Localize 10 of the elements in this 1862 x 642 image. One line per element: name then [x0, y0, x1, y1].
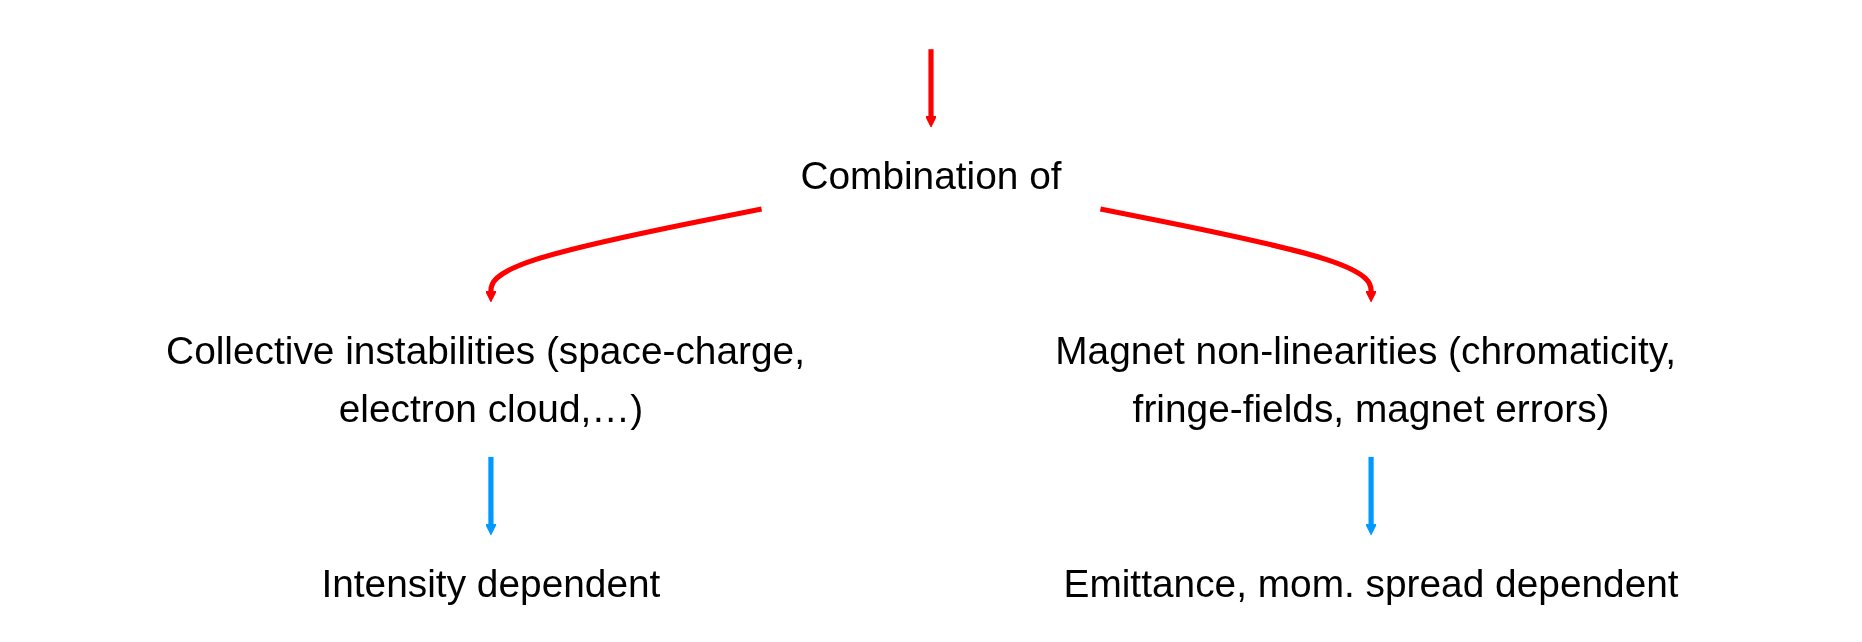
- node-text: Collective instabilities (space-charge, electron cloud,…): [166, 328, 805, 430]
- node-text: Intensity dependent: [321, 561, 661, 605]
- arrow: [1099, 206, 1377, 303]
- node-text: Emittance, mom. spread dependent: [1063, 561, 1679, 605]
- node-text: Combination of: [800, 154, 1062, 197]
- arrow: [925, 49, 937, 128]
- arrow: [1365, 456, 1377, 536]
- arrow: [485, 456, 497, 536]
- node-text: Magnet non-linearities (chromaticity, fringe-fields, magnet errors): [1055, 328, 1677, 430]
- arrow: [485, 206, 763, 303]
